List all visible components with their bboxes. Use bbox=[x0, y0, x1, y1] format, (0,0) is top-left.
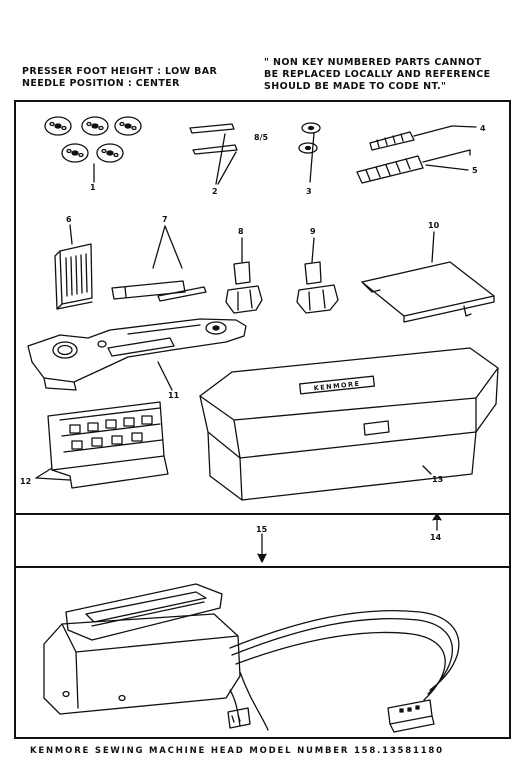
label-14: 14 bbox=[430, 533, 442, 542]
cam-discs bbox=[35, 401, 169, 489]
needle-position-text: NEEDLE POSITION : CENTER bbox=[22, 78, 180, 89]
label-10: 10 bbox=[428, 221, 440, 230]
label-12: 12 bbox=[20, 477, 31, 486]
spool-pin-2 bbox=[192, 144, 238, 155]
presser-foot-height-text: PRESSER FOOT HEIGHT : LOW BAR bbox=[22, 66, 218, 77]
spool-pins-leader-a bbox=[215, 133, 226, 185]
presser-foot-9 bbox=[296, 237, 339, 314]
label-7: 7 bbox=[162, 215, 168, 224]
label-8-5: 8/5 bbox=[254, 133, 268, 142]
label-1: 1 bbox=[90, 183, 96, 192]
needle-pack bbox=[54, 224, 93, 310]
parts-notice-line-3: SHOULD BE MADE TO CODE NT." bbox=[264, 81, 447, 92]
top-rule bbox=[14, 100, 510, 102]
label-4: 4 bbox=[480, 124, 486, 133]
bobbin-4 bbox=[61, 143, 89, 163]
screwdriver-small bbox=[369, 125, 477, 151]
header-left: PRESSER FOOT HEIGHT : LOW BAR NEEDLE POS… bbox=[22, 66, 217, 90]
bobbin-3 bbox=[114, 116, 142, 136]
label-6: 6 bbox=[66, 215, 72, 224]
label-5: 5 bbox=[472, 166, 478, 175]
middle-rule bbox=[14, 513, 511, 515]
label-3: 3 bbox=[306, 187, 312, 196]
label-15: 15 bbox=[256, 525, 268, 534]
parts-notice-line-2: BE REPLACED LOCALLY AND REFERENCE bbox=[264, 69, 491, 80]
label-2: 2 bbox=[212, 187, 218, 196]
lower-rule bbox=[14, 566, 511, 568]
label-9: 9 bbox=[310, 227, 316, 236]
power-cord bbox=[227, 610, 460, 733]
screwdriver-large bbox=[356, 149, 471, 184]
spool-pins-group bbox=[189, 123, 238, 185]
bobbins-group bbox=[44, 116, 142, 183]
foot-control bbox=[43, 583, 241, 715]
accessory-box bbox=[199, 347, 499, 501]
bottom-rule bbox=[14, 737, 511, 739]
presser-foot-8 bbox=[225, 237, 263, 314]
header-right: " NON KEY NUMBERED PARTS CANNOT BE REPLA… bbox=[264, 57, 491, 93]
felt-2 bbox=[298, 142, 318, 154]
bobbin-2 bbox=[81, 116, 109, 136]
right-rule bbox=[509, 100, 511, 738]
felt-1 bbox=[301, 122, 321, 134]
label-8: 8 bbox=[238, 227, 244, 236]
footer-model-number: KENMORE SEWING MACHINE HEAD MODEL NUMBER… bbox=[30, 746, 444, 756]
spool-pins-leader-b bbox=[217, 151, 237, 185]
parts-notice-line-1: " NON KEY NUMBERED PARTS CANNOT bbox=[264, 57, 482, 68]
label-13: 13 bbox=[432, 475, 443, 484]
felts-leader bbox=[309, 132, 315, 183]
felts-group bbox=[298, 122, 321, 183]
left-rule bbox=[14, 100, 16, 738]
bobbin-1 bbox=[44, 116, 72, 136]
buttonhole-attachment bbox=[27, 318, 247, 391]
label-11: 11 bbox=[168, 391, 180, 400]
spool-pin-1 bbox=[189, 123, 235, 134]
throat-plate bbox=[361, 231, 495, 323]
bobbin-5 bbox=[96, 143, 124, 163]
oil-and-brush bbox=[111, 225, 207, 302]
